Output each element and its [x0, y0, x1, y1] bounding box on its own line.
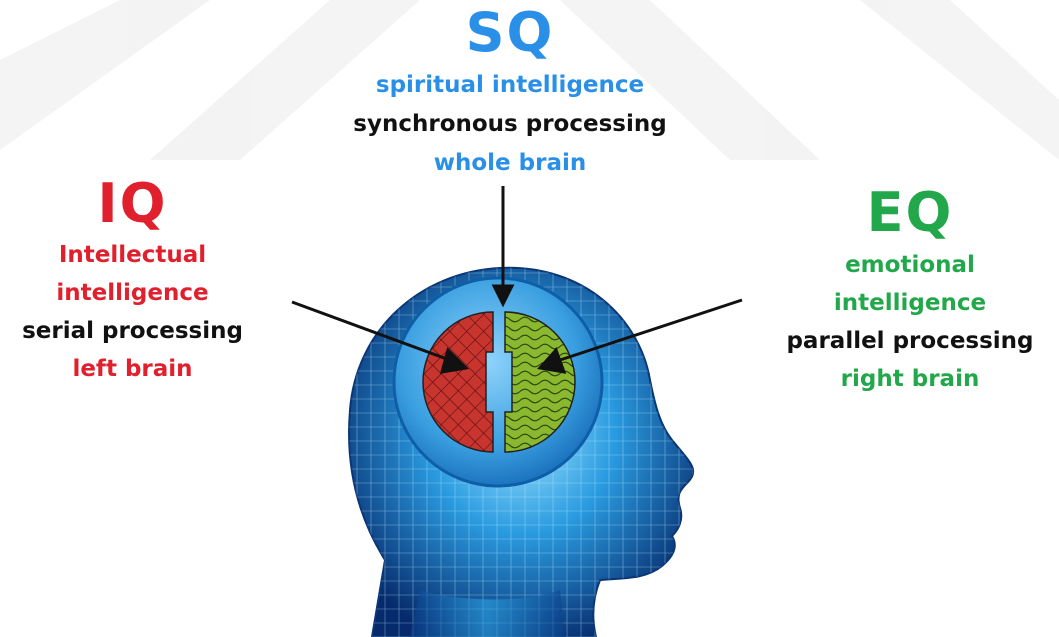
sq-label-block: SQ spiritual intelligence synchronous pr… — [270, 0, 750, 183]
sq-title: SQ — [465, 1, 555, 64]
eq-title: EQ — [866, 181, 954, 244]
left-hemisphere — [422, 311, 494, 453]
iq-line-serial: serial processing — [22, 318, 243, 344]
iq-arrow-head — [439, 347, 470, 374]
eq-arrow-head — [537, 347, 567, 374]
sq-line-spiritual: spiritual intelligence — [375, 72, 645, 98]
sq-arrow-head — [491, 284, 515, 308]
iq-arrow-line — [291, 300, 456, 364]
iq-line-left-brain: left brain — [72, 356, 193, 382]
arrows — [291, 186, 743, 374]
eq-line-intelligence: intelligence — [833, 290, 987, 316]
sq-line-whole-brain: whole brain — [433, 150, 587, 176]
iq-line-intellectual: Intellectual — [58, 242, 207, 268]
iq-line-intelligence: intelligence — [56, 280, 209, 306]
eq-line-emotional: emotional — [845, 252, 975, 278]
eq-label-block: EQ emotional intelligence parallel proce… — [770, 180, 1050, 398]
background-watermark — [0, 0, 1059, 160]
sq-line-synchronous: synchronous processing — [353, 111, 667, 137]
iq-title: IQ — [97, 172, 168, 235]
right-hemisphere — [504, 311, 576, 453]
eq-line-right-brain: right brain — [840, 366, 980, 392]
eq-arrow-line — [553, 298, 743, 364]
iq-label-block: IQ Intellectual intelligence serial proc… — [0, 172, 265, 388]
eq-line-parallel: parallel processing — [786, 328, 1034, 354]
